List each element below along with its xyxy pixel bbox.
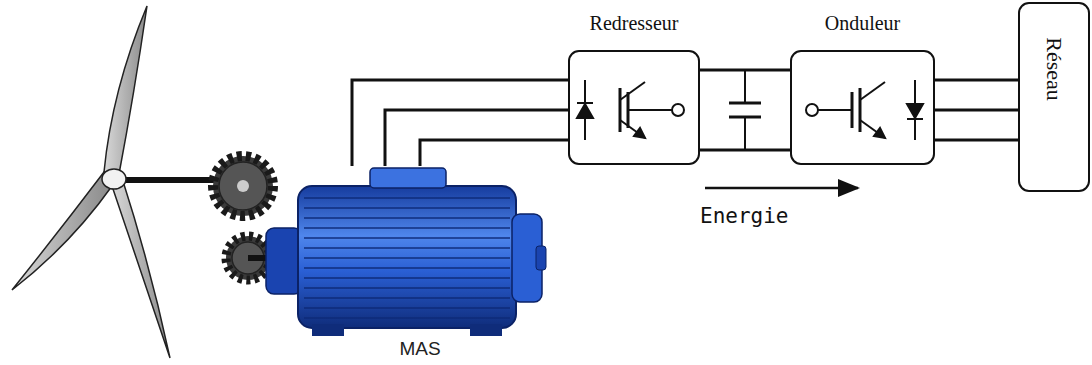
gear-face: [219, 162, 267, 210]
gear: [213, 156, 273, 216]
motor-body: [298, 186, 516, 328]
motor-foot: [312, 324, 344, 336]
capacitor-symbol: [729, 70, 761, 150]
cooling-fin: [304, 197, 510, 199]
emitter-arrow: [634, 128, 645, 138]
cooling-fin: [304, 297, 510, 299]
gate-terminal: [806, 104, 818, 116]
cooling-fin: [304, 287, 510, 289]
symbol-line: [620, 120, 645, 138]
energy-arrow: [705, 187, 858, 190]
symbol-line: [818, 109, 852, 111]
symbol-line: [860, 82, 885, 100]
cooling-fin: [304, 257, 510, 259]
capacitor-lead: [744, 118, 746, 150]
symbol-line: [619, 88, 622, 132]
box-heading: Onduleur: [825, 12, 901, 35]
igbt-symbol: [806, 80, 923, 140]
terminal-box: [370, 168, 446, 188]
rectifier-box: Redresseur: [568, 50, 700, 165]
diode-symbol: [907, 104, 923, 118]
induction-machine: MAS: [262, 166, 545, 364]
cooling-fin: [304, 307, 510, 309]
wire: [935, 139, 1018, 142]
symbol-line: [851, 92, 854, 128]
box-heading: Redresseur: [590, 12, 679, 35]
gate-terminal: [672, 104, 684, 116]
diode-symbol: [577, 104, 593, 118]
cooling-fin: [304, 277, 510, 279]
cooling-fin: [304, 237, 510, 239]
wire: [935, 109, 1018, 112]
wire: [700, 69, 790, 72]
induction-machine: [266, 168, 546, 336]
motor-shaft-end: [536, 246, 546, 270]
symbol-line: [860, 120, 885, 138]
gearbox: [213, 156, 273, 280]
cooling-fin: [304, 267, 510, 269]
wire: [700, 149, 790, 152]
symbol-line: [620, 82, 645, 100]
wire: [385, 110, 568, 166]
turbine-hub: [102, 169, 126, 189]
machine-label: MAS: [399, 338, 440, 360]
turbine-blade: [12, 172, 112, 290]
wire: [420, 140, 568, 166]
gear: [226, 236, 270, 280]
grid-box: Réseau: [1018, 2, 1090, 192]
motor-endcap: [266, 228, 302, 294]
energy-label: Energie: [700, 204, 789, 228]
symbol-line: [577, 102, 593, 104]
igbt-symbol: [577, 80, 684, 140]
inverter-box: Onduleur: [790, 50, 935, 165]
symbol-line: [628, 109, 672, 111]
symbol-line: [859, 88, 862, 132]
capacitor-lead: [744, 70, 746, 102]
wire: [935, 79, 1018, 82]
symbol-line: [907, 118, 923, 120]
wind-turbine: [12, 6, 230, 358]
cooling-fin: [304, 217, 510, 219]
wire: [352, 80, 568, 166]
cooling-fin: [304, 207, 510, 209]
motor-foot: [470, 324, 502, 336]
grid-label: Réseau: [1041, 37, 1067, 101]
gear-hub: [237, 180, 249, 192]
capacitor-plate: [729, 102, 761, 105]
turbine-blade: [112, 178, 170, 358]
emitter-arrow: [874, 128, 885, 138]
cooling-fin: [304, 317, 510, 319]
cooling-fin: [304, 247, 510, 249]
cooling-fin: [304, 227, 510, 229]
turbine-blade: [104, 6, 147, 174]
